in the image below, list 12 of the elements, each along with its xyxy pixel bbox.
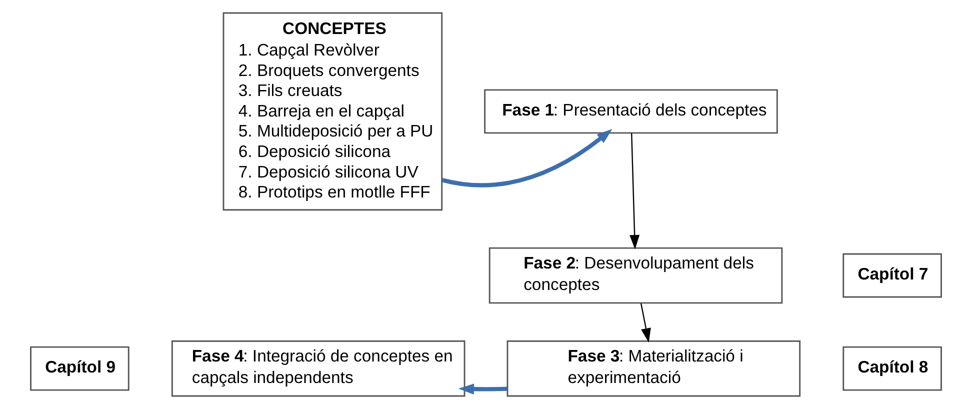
node-box: Fase 2: Desenvolupament dels conceptes bbox=[488, 247, 782, 304]
node-box: Fase 3: Materialització i experimentació bbox=[506, 340, 800, 397]
arrow bbox=[629, 133, 640, 250]
node-box: Fase 4: Integració de conceptes en capçals independents bbox=[170, 340, 465, 397]
arrow bbox=[640, 303, 650, 343]
node-box: Capítol 7 bbox=[842, 253, 942, 298]
arrow bbox=[441, 128, 612, 188]
node-box: Capítol 9 bbox=[30, 346, 129, 391]
node-box: Fase 1: Presentació dels conceptes bbox=[484, 89, 778, 134]
arrow bbox=[458, 384, 507, 395]
node-box: Capítol 8 bbox=[842, 346, 942, 391]
node-box: CONCEPTES 1. Capçal Revòlver 2. Broquets convergents 3. Fils creuats 4. Barreja en el capçal 5. Multideposició per a PU 6. Deposició silicona 7. Deposició silicona UV 8. Prototips en motlle FFF bbox=[222, 12, 442, 211]
